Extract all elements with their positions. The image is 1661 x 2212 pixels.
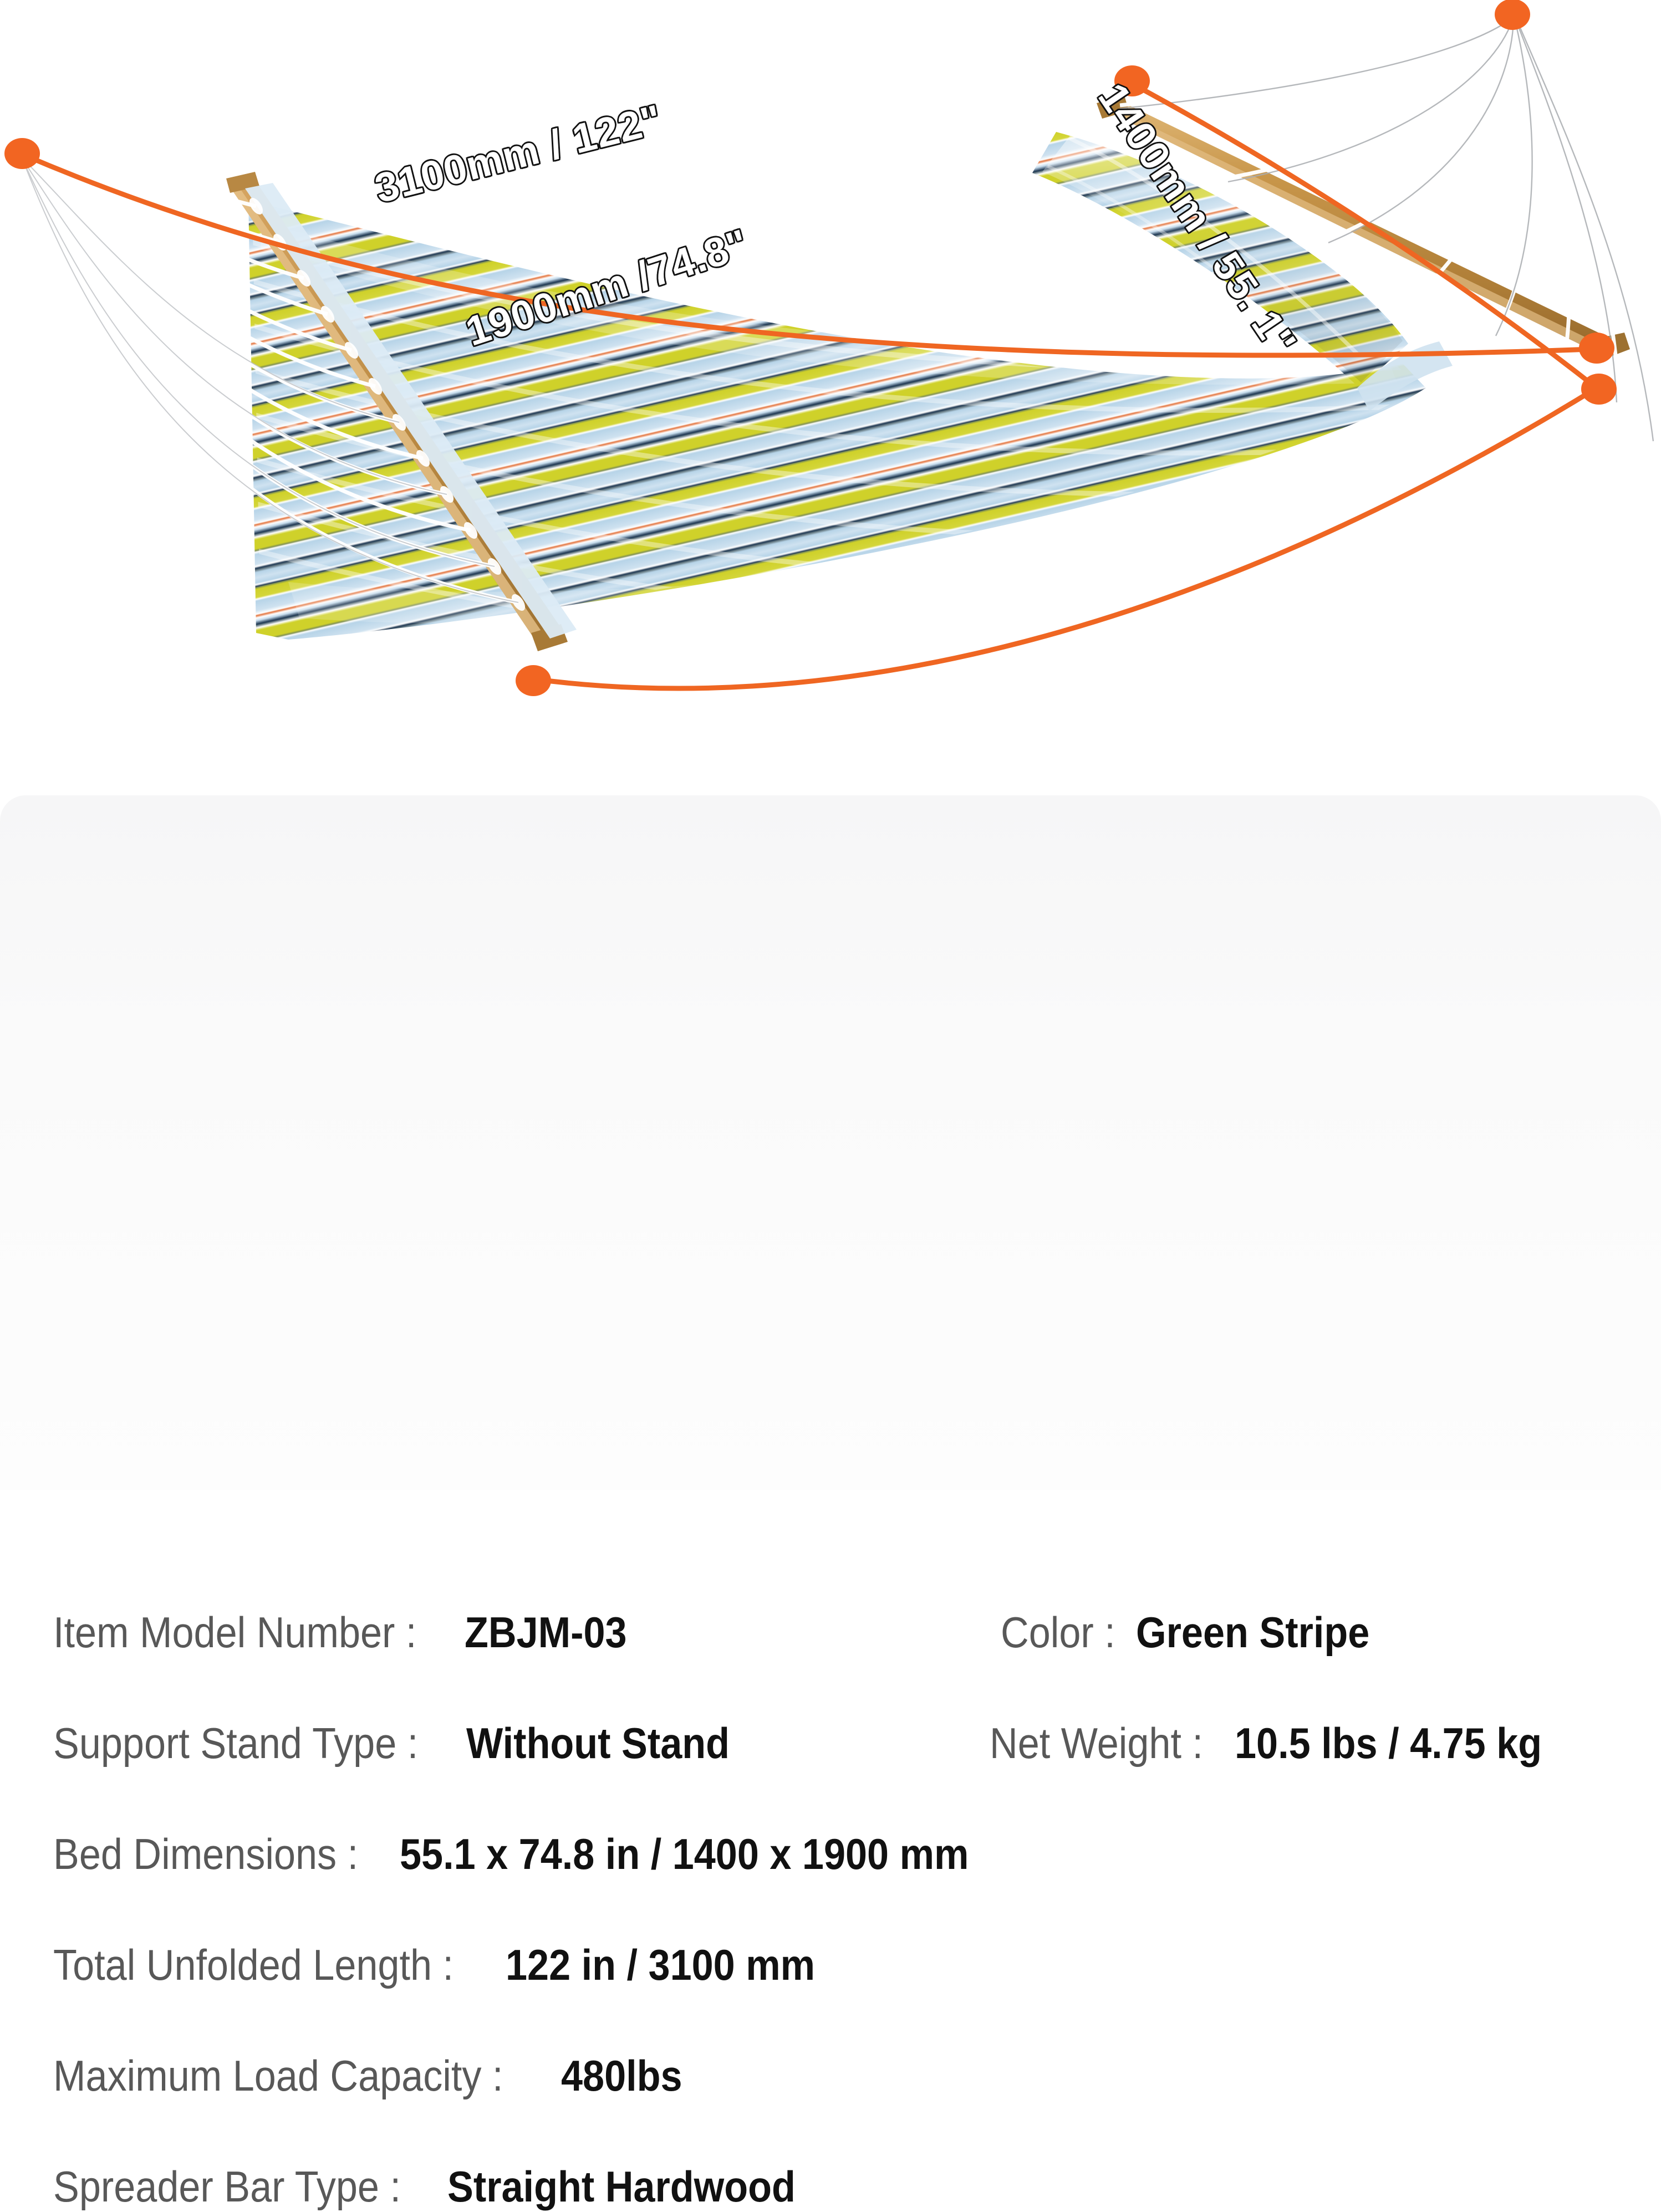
callout-line-bed-length bbox=[531, 385, 1599, 691]
callout-line-total-length bbox=[22, 152, 1594, 358]
specifications-grid: Item Model Number : ZBJM-03 Support Stan… bbox=[0, 795, 1661, 2211]
spec-value-color: Green Stripe bbox=[1135, 1608, 1370, 1657]
endpoint-dot-top-right bbox=[1495, 0, 1530, 30]
endpoint-dot-left bbox=[4, 138, 40, 169]
endpoint-dot-top-left-bar bbox=[1114, 65, 1150, 96]
spec-row-color: Color : Green Stripe bbox=[1001, 1607, 1395, 1658]
spec-value-bed-dimensions: 55.1 x 74.8 in / 1400 x 1900 mm bbox=[400, 1830, 969, 1878]
spec-row-net-weight: Net Weight : 10.5 lbs / 4.75 kg bbox=[990, 1718, 1576, 1769]
endpoint-dot-bottom bbox=[516, 665, 551, 696]
spec-value-net-weight: 10.5 lbs / 4.75 kg bbox=[1234, 1719, 1542, 1767]
endpoint-dot-right-upper bbox=[1579, 333, 1614, 364]
spec-row-bed-dimensions: Bed Dimensions : 55.1 x 74.8 in / 1400 x… bbox=[53, 1829, 1032, 1879]
spec-row-support-stand-type: Support Stand Type : Without Stand bbox=[53, 1718, 759, 1769]
specifications-panel: Item Model Number : ZBJM-03 Support Stan… bbox=[0, 795, 1661, 2211]
spec-label-bed-dimensions: Bed Dimensions : bbox=[53, 1830, 359, 1878]
spec-row-spreader-bar-type: Spreader Bar Type : Straight Hardwood bbox=[53, 2162, 834, 2212]
spec-label-support-stand-type: Support Stand Type : bbox=[53, 1719, 419, 1767]
spec-row-item-model-number: Item Model Number : ZBJM-03 bbox=[53, 1607, 645, 1658]
spreader-bar-left bbox=[226, 172, 577, 651]
product-image-area: 3100mm / 122" 1400mm / 55. 1" 1900mm /74… bbox=[0, 0, 1661, 795]
spec-label-spreader-bar-type: Spreader Bar Type : bbox=[53, 2162, 401, 2211]
spec-value-support-stand-type: Without Stand bbox=[466, 1719, 730, 1767]
callout-line-bed-width bbox=[1128, 80, 1599, 391]
spec-value-spreader-bar-type: Straight Hardwood bbox=[447, 2162, 796, 2211]
hammock-illustration bbox=[4, 0, 1661, 696]
spec-label-net-weight: Net Weight : bbox=[990, 1719, 1203, 1767]
hammock-ropes-right bbox=[1119, 15, 1661, 477]
spec-label-maximum-load-capacity: Maximum Load Capacity : bbox=[53, 2051, 503, 2100]
spec-value-total-unfolded-length: 122 in / 3100 mm bbox=[506, 1940, 816, 1989]
hammock-ropes-shadow bbox=[25, 161, 519, 603]
spec-label-total-unfolded-length: Total Unfolded Length : bbox=[53, 1940, 454, 1989]
spec-row-total-unfolded-length: Total Unfolded Length : 122 in / 3100 mm bbox=[53, 1940, 849, 1990]
dimension-callouts bbox=[22, 80, 1599, 691]
spec-value-item-model-number: ZBJM-03 bbox=[465, 1608, 627, 1657]
spec-value-maximum-load-capacity: 480lbs bbox=[561, 2051, 682, 2100]
spec-label-color: Color : bbox=[1001, 1608, 1115, 1657]
spec-row-maximum-load-capacity: Maximum Load Capacity : 480lbs bbox=[53, 2051, 696, 2101]
callout-endpoint-dots bbox=[4, 0, 1617, 696]
hammock-ropes-right-shadow bbox=[1119, 18, 1654, 442]
endpoint-dot-right-lower bbox=[1581, 374, 1617, 405]
spec-label-item-model-number: Item Model Number : bbox=[53, 1608, 417, 1657]
